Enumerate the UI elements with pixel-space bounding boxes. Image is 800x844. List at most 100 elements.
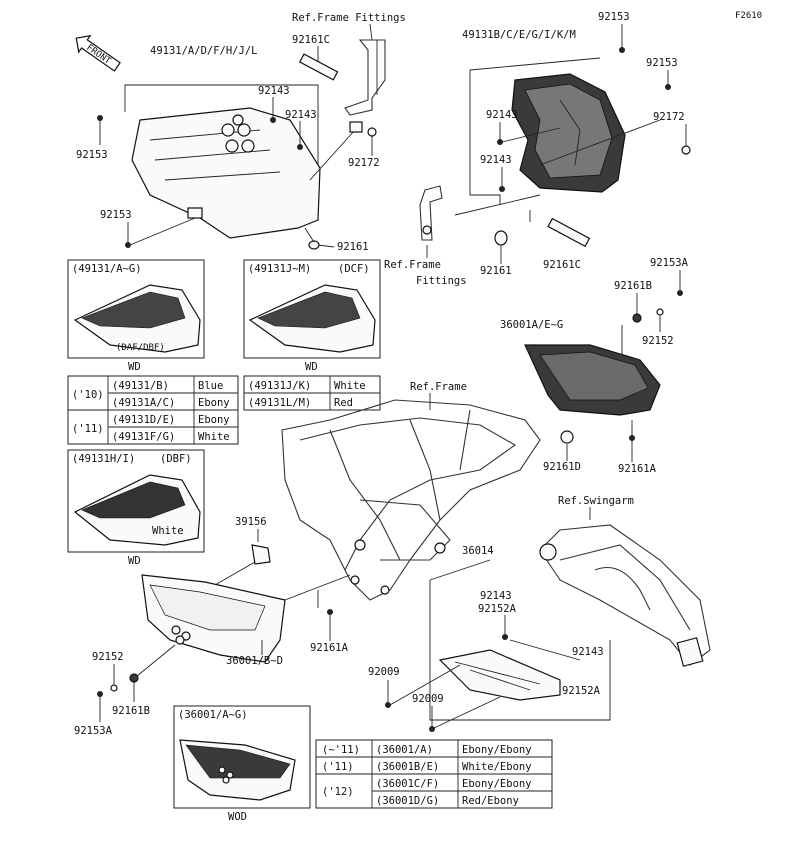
callout-92172: 92172	[348, 157, 380, 169]
table-cell: Ebony/Ebony	[462, 744, 532, 756]
ref-swingarm: Ref.Swingarm	[558, 495, 634, 507]
callout-92161: 92161	[337, 241, 369, 253]
damper-39156	[251, 544, 271, 565]
callout-36001BD: 36001/B~D	[226, 655, 283, 667]
strip-92161C-2	[547, 217, 591, 248]
callout-92153A: 92153A	[74, 725, 113, 737]
table-cell: (49131J/K)	[248, 380, 311, 392]
table-cell: Ebony/Ebony	[462, 778, 532, 790]
callout-92152A: 92152A	[478, 603, 517, 615]
table-cell: (49131/B)	[112, 380, 169, 392]
callout-right-shroud-group: 49131B/C/E/G/I/K/M	[462, 29, 576, 41]
table-cell: (49131D/E)	[112, 414, 175, 426]
table-cell: (36001D/G)	[376, 795, 439, 807]
inset-box-4	[173, 705, 311, 809]
frame-fitting-bracket-2	[419, 185, 443, 241]
inset2-title: (49131J~M)	[248, 263, 311, 275]
callout-92161B: 92161B	[112, 705, 150, 717]
inset4-title: (36001/A~G)	[178, 709, 248, 721]
callout-92009: 92009	[368, 666, 400, 678]
callout-92153: 92153	[100, 209, 132, 221]
callout-36014: 36014	[462, 545, 494, 557]
callout-92143: 92143	[486, 109, 518, 121]
frame-fitting-bracket	[344, 39, 386, 116]
callout-left-shroud-group: 49131/A/D/F/H/J/L	[150, 45, 257, 57]
table-cell: Ebony	[198, 414, 230, 426]
table-cell: ('10)	[72, 389, 104, 401]
inset-box-2	[243, 259, 381, 359]
ref-frame-fittings-mid-1: Ref.Frame	[384, 259, 441, 271]
callout-39156: 39156	[235, 516, 267, 528]
inset2-note: (DCF)	[338, 263, 370, 275]
grommet-92161D	[560, 430, 574, 444]
leader-line	[429, 580, 611, 721]
leader-line	[469, 70, 501, 205]
color-table-bottom: (~'11) (36001/A) Ebony/Ebony ('11) (3600…	[315, 739, 553, 809]
table-cell: (49131L/M)	[248, 397, 311, 409]
inset4-caption: WOD	[228, 811, 247, 823]
inset3-color: White	[152, 525, 184, 537]
inset-box-1	[67, 259, 205, 359]
front-label: FRONT	[84, 43, 112, 67]
grommet-92161	[494, 230, 508, 246]
color-table-left: ('10) (49131/B) Blue (49131A/C) Ebony ('…	[67, 375, 239, 445]
inset-box-3	[67, 449, 205, 553]
table-cell: (49131F/G)	[112, 431, 175, 443]
callout-92161B: 92161B	[614, 280, 652, 292]
front-arrow: FRONT	[75, 34, 121, 72]
callout-92161C: 92161C	[543, 259, 581, 271]
inset3-caption: WD	[128, 555, 141, 567]
table-cell: Ebony	[198, 397, 230, 409]
callout-36001AEG: 36001A/E~G	[500, 319, 563, 331]
callout-92161: 92161	[480, 265, 512, 277]
main-frame	[281, 399, 541, 601]
swingarm	[539, 524, 711, 667]
grommet	[187, 207, 203, 219]
callout-92143: 92143	[480, 590, 512, 602]
inset2-caption: WD	[305, 361, 318, 373]
callout-92153: 92153	[646, 57, 678, 69]
callout-92143: 92143	[480, 154, 512, 166]
inset1-note: (DAF/DBF)	[116, 343, 165, 353]
figure-code: F2610	[735, 11, 762, 21]
callout-92143: 92143	[572, 646, 604, 658]
table-cell: (49131A/C)	[112, 397, 175, 409]
callout-92172: 92172	[653, 111, 685, 123]
table-cell: White	[334, 380, 366, 392]
table-cell: (~'11)	[322, 744, 360, 756]
callout-92009: 92009	[412, 693, 444, 705]
table-cell: White/Ebony	[462, 761, 532, 773]
strip-92161C	[298, 53, 339, 81]
inset1-title: (49131/A~G)	[72, 263, 142, 275]
shroud-bolt-holes	[221, 114, 255, 153]
table-cell: ('12)	[322, 786, 354, 798]
callout-92152A: 92152A	[562, 685, 601, 697]
callout-92152: 92152	[92, 651, 124, 663]
inset3-title: (49131H/I)	[72, 453, 135, 465]
table-cell: Red	[334, 397, 353, 409]
chain-guard	[438, 649, 561, 701]
ref-frame-fittings-mid-2: Fittings	[416, 275, 467, 287]
callout-92152: 92152	[642, 335, 674, 347]
table-cell: ('11)	[72, 423, 104, 435]
callout-92153: 92153	[76, 149, 108, 161]
table-cell: ('11)	[322, 761, 354, 773]
table-cell: Red/Ebony	[462, 795, 519, 807]
leader-line	[124, 84, 319, 175]
callout-92153A: 92153A	[650, 257, 689, 269]
callout-92143: 92143	[285, 109, 317, 121]
callout-92153: 92153	[598, 11, 630, 23]
callout-92161A: 92161A	[618, 463, 657, 475]
ref-frame: Ref.Frame	[410, 381, 467, 393]
color-table-right: (49131J/K) White (49131L/M) Red	[243, 375, 381, 411]
callout-92161D: 92161D	[543, 461, 581, 473]
table-cell: (36001/A)	[376, 744, 433, 756]
table-cell: Blue	[198, 380, 223, 392]
table-cell: (36001B/E)	[376, 761, 439, 773]
ref-frame-fittings-top: Ref.Frame Fittings	[292, 12, 406, 24]
callout-92143: 92143	[258, 85, 290, 97]
table-cell: White	[198, 431, 230, 443]
callout-92161C: 92161C	[292, 34, 330, 46]
